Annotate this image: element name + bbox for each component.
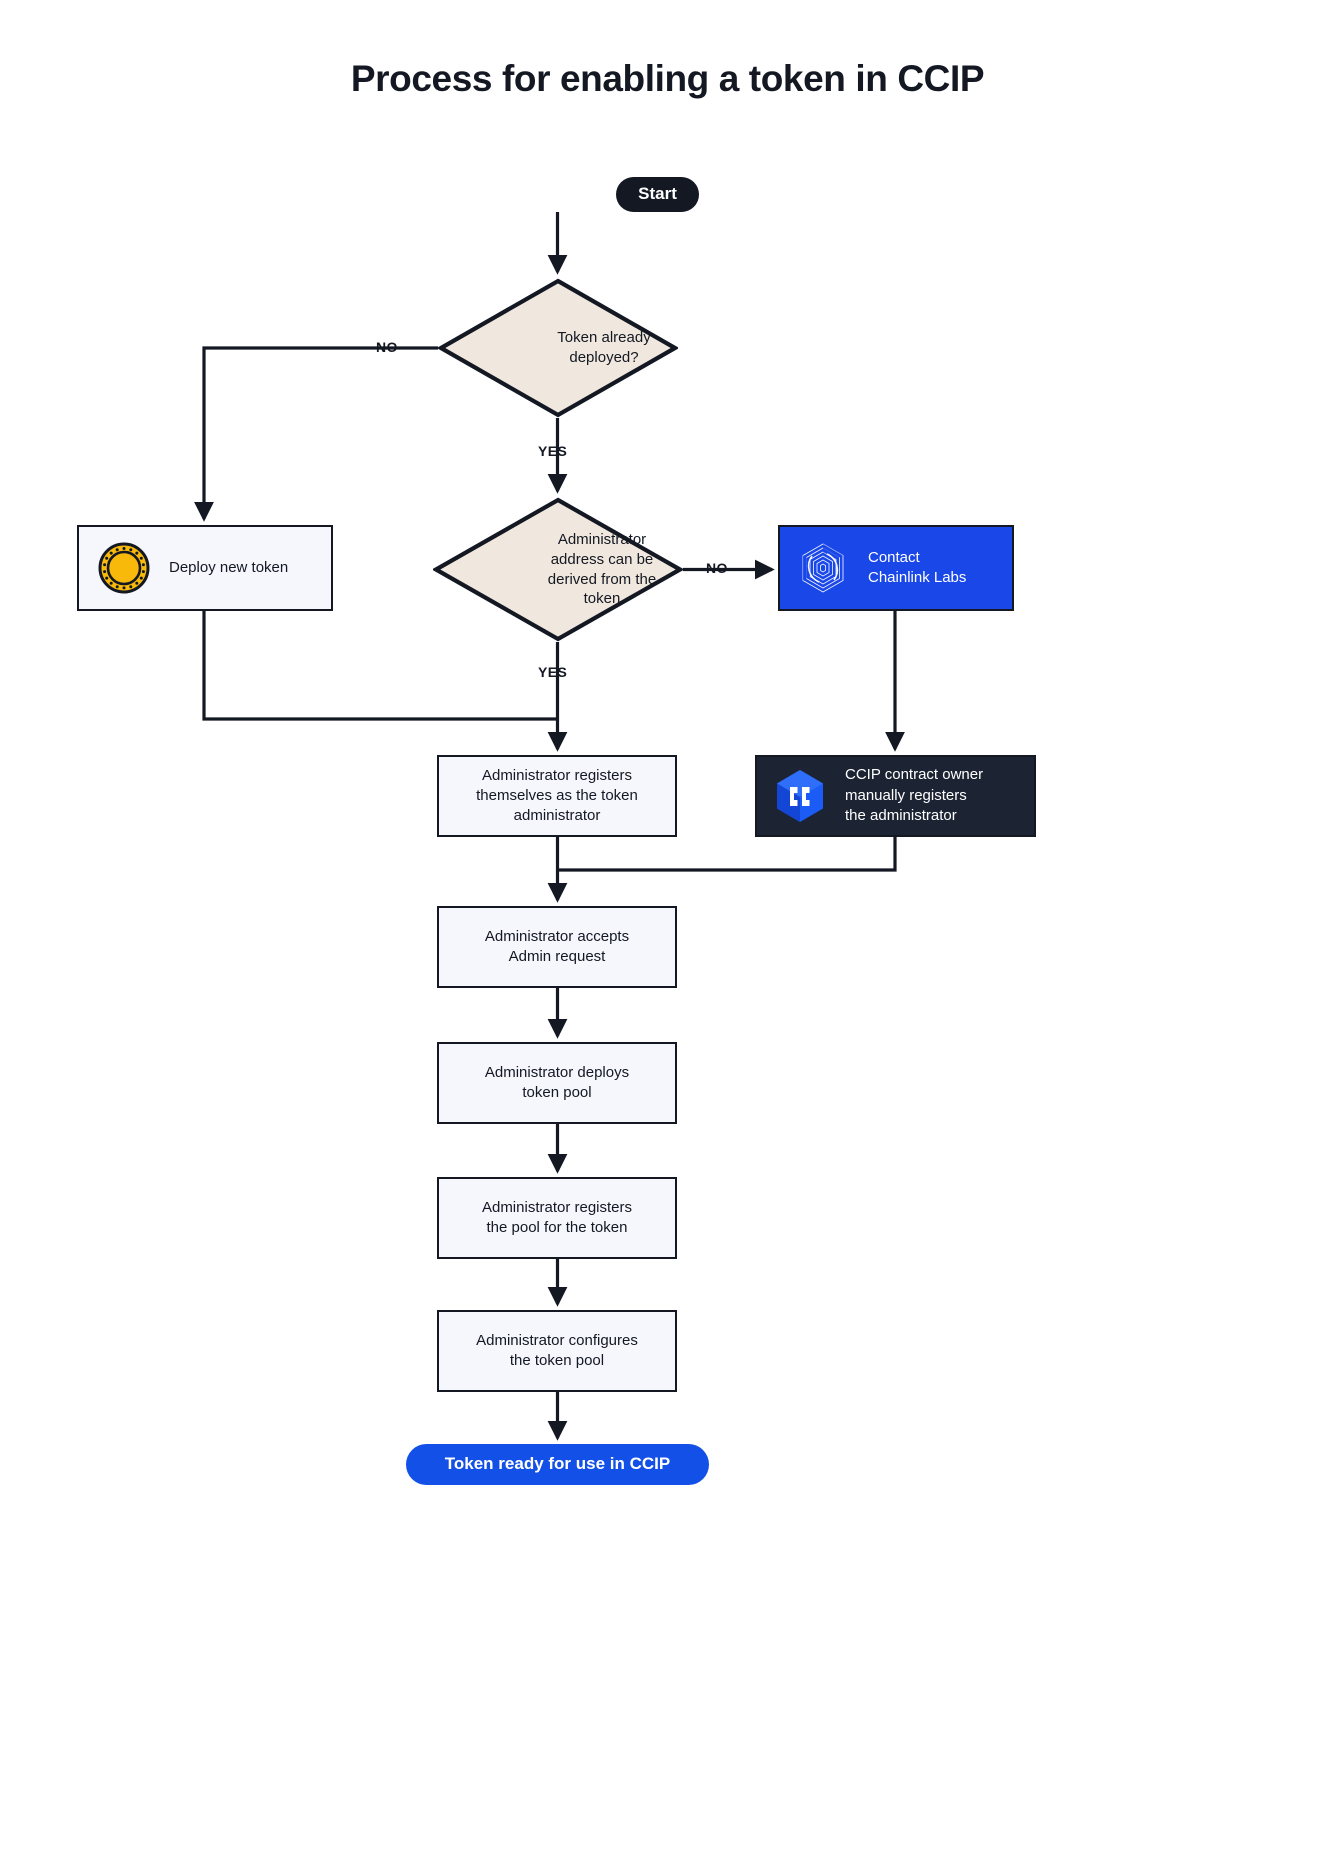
decision-admin-line3: derived from the — [547, 570, 657, 588]
edge-decision-deployed-no — [194, 346, 438, 522]
node-admin-registers-self[interactable]: Administrator registers themselves as th… — [437, 755, 677, 837]
node-admin-configures-token-pool[interactable]: Administrator configures the token pool — [437, 1310, 677, 1392]
start-node[interactable]: Start — [616, 177, 699, 212]
ccip-owner-line2: manually registers — [845, 786, 967, 804]
decision-admin-line2: address can be — [550, 550, 654, 568]
node-deploy-new-token[interactable]: Deploy new token — [77, 525, 333, 611]
node-ccip-owner-registers-admin-label: CCIP contract owner manually registers t… — [845, 765, 983, 826]
gold-coin-icon — [97, 541, 151, 595]
admin-configures-pool-line1: Administrator configures — [476, 1332, 638, 1350]
node-token-ready-for-use-label: Token ready for use in CCIP — [444, 1454, 671, 1474]
node-token-ready-for-use[interactable]: Token ready for use in CCIP — [406, 1444, 709, 1485]
admin-registers-pool-line2: the pool for the token — [486, 1219, 628, 1236]
contact-chainlink-line2: Chainlink Labs — [868, 569, 967, 586]
diamond-shape — [436, 278, 680, 418]
admin-accepts-line1: Administrator accepts — [484, 928, 630, 946]
node-contact-chainlink-labs[interactable]: Contact Chainlink Labs — [778, 525, 1014, 611]
decision-deployed-line1: Token already — [557, 329, 651, 347]
admin-registers-pool-line1: Administrator registers — [481, 1199, 633, 1217]
decision-token-already-deployed[interactable]: Token already deployed? — [436, 278, 680, 418]
node-deploy-new-token-label: Deploy new token — [169, 559, 289, 577]
admin-deploys-pool-line1: Administrator deploys — [484, 1064, 630, 1082]
edge-label-no-admin-derivable: NO — [706, 560, 728, 576]
edge-label-yes-admin-derivable: YES — [538, 664, 568, 680]
chainlink-logo-icon — [792, 537, 854, 599]
decision-admin-line4: token — [583, 590, 621, 608]
node-admin-deploys-token-pool[interactable]: Administrator deploys token pool — [437, 1042, 677, 1124]
ccip-owner-line3: the administrator — [845, 807, 957, 825]
diamond-shape — [431, 497, 685, 642]
admin-accepts-line2: Admin request — [508, 948, 606, 965]
decision-token-already-deployed-label: Token already deployed? — [438, 278, 770, 418]
page-title: Process for enabling a token in CCIP — [350, 58, 985, 99]
admin-configures-pool-line2: the token pool — [509, 1352, 605, 1369]
admin-registers-self-line3: administrator — [513, 806, 601, 824]
node-admin-registers-pool-label: Administrator registers the pool for the… — [482, 1198, 632, 1238]
node-admin-registers-self-label: Administrator registers themselves as th… — [476, 766, 638, 825]
node-admin-accepts-request[interactable]: Administrator accepts Admin request — [437, 906, 677, 988]
admin-deploys-pool-line2: token pool — [522, 1084, 592, 1101]
decision-admin-address-derivable-label: Administrator address can be derived fro… — [433, 497, 771, 642]
ccip-logo-icon — [771, 767, 829, 825]
decision-deployed-line2: deployed? — [569, 349, 639, 366]
start-node-label: Start — [638, 184, 677, 204]
decision-admin-address-derivable[interactable]: Administrator address can be derived fro… — [431, 497, 685, 642]
node-contact-chainlink-labs-label: Contact Chainlink Labs — [868, 548, 966, 589]
edge-deploy-token-to-main — [202, 611, 558, 721]
decision-admin-line1: Administrator — [557, 530, 647, 548]
node-admin-configures-token-pool-label: Administrator configures the token pool — [476, 1331, 638, 1371]
contact-chainlink-line1: Contact — [868, 548, 920, 566]
ccip-owner-line1: CCIP contract owner — [845, 766, 984, 784]
node-admin-accepts-request-label: Administrator accepts Admin request — [485, 927, 629, 967]
node-admin-registers-pool[interactable]: Administrator registers the pool for the… — [437, 1177, 677, 1259]
node-ccip-owner-registers-admin[interactable]: CCIP contract owner manually registers t… — [755, 755, 1036, 837]
node-admin-deploys-token-pool-label: Administrator deploys token pool — [485, 1063, 629, 1103]
admin-registers-self-line1: Administrator registers — [481, 767, 633, 785]
edge-label-yes-token-deployed: YES — [538, 443, 568, 459]
edge-ccip-to-main — [557, 837, 897, 872]
admin-registers-self-line2: themselves as the token — [476, 787, 638, 805]
edge-label-no-token-deployed: NO — [376, 339, 398, 355]
